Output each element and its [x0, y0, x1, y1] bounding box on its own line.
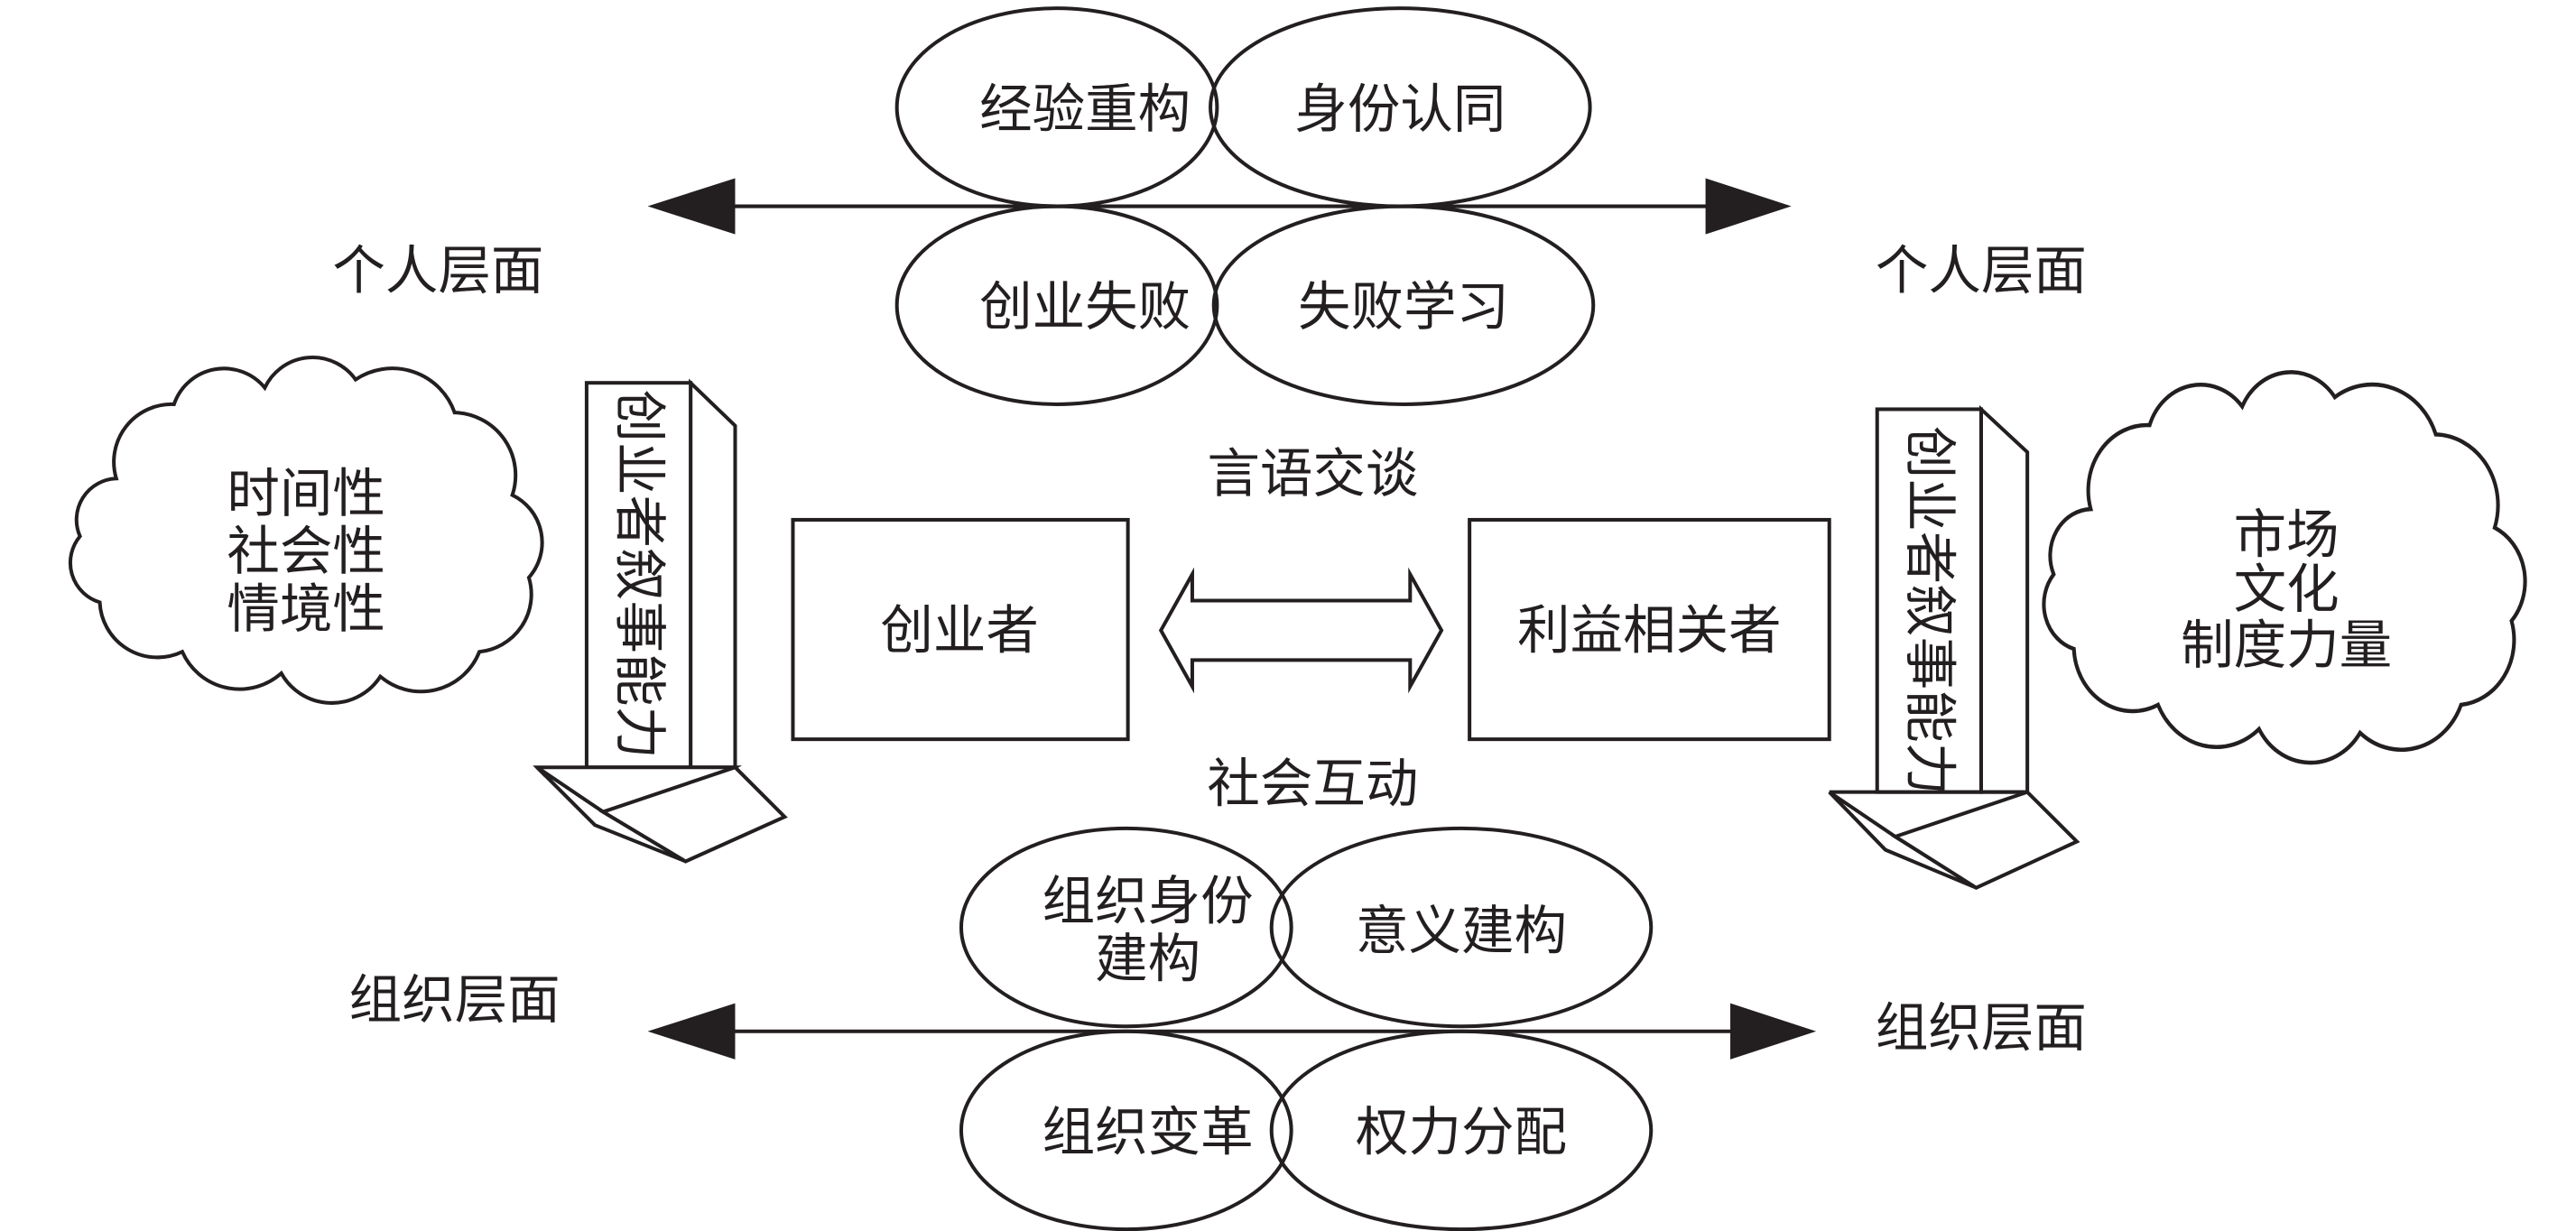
- stakeholder-box: 利益相关者: [1468, 517, 1831, 742]
- left-level-label: 个人层面: [332, 240, 543, 301]
- ellipse-label: 意义建构: [1356, 900, 1567, 961]
- arrow-head-right: [1891, 790, 2080, 890]
- left-level-label: 组织层面: [349, 969, 561, 1031]
- arrow-head-right: [598, 764, 788, 864]
- arrowhead-right-icon: [1730, 1003, 1817, 1060]
- upper-caption: 言语交谈: [1207, 443, 1418, 504]
- box-outline: [1468, 517, 1831, 742]
- right-level-label: 组织层面: [1876, 997, 2087, 1059]
- cloud-shape-icon: [68, 356, 544, 705]
- box-label: 利益相关者: [1517, 600, 1782, 662]
- right-level-label: 个人层面: [1876, 240, 2087, 301]
- arrowhead-left-icon: [647, 1003, 736, 1060]
- right-narrative-arrow: 创业者叙事能力: [1828, 404, 2080, 890]
- arrow-side-face: [1978, 404, 2030, 794]
- box-label: 创业者: [880, 600, 1039, 662]
- bottom-organization-level: 组织身份 建构 意义建构 组织变革 权力分配 组织层面 组织层面: [349, 826, 2087, 1231]
- arrow-text: 创业者叙事能力: [608, 390, 670, 760]
- lower-caption: 社会互动: [1207, 754, 1418, 815]
- left-narrative-arrow: 创业者叙事能力: [533, 378, 788, 864]
- cloud-text: 时间性: [227, 463, 385, 524]
- arrow-front-face: [1875, 407, 1983, 794]
- cloud-text: 市场: [2234, 504, 2340, 566]
- box-outline: [791, 517, 1130, 742]
- ellipse-sensemaking: [1269, 826, 1654, 1029]
- cloud-text: 文化: [2234, 559, 2340, 620]
- right-cloud: 市场 文化 制度力量: [2042, 370, 2527, 765]
- arrow-text: 创业者叙事能力: [1899, 426, 1960, 796]
- arrowhead-right-icon: [1705, 178, 1792, 235]
- entrepreneur-box: 创业者: [791, 517, 1130, 742]
- cloud-shape-icon: [2042, 370, 2527, 765]
- ellipse-label: 权力分配: [1356, 1101, 1567, 1162]
- ellipse-label: 创业失败: [979, 276, 1191, 338]
- ellipse-label: 组织变革: [1042, 1101, 1254, 1162]
- top-individual-level: 经验重构 身份认同 创业失败 失败学习 个人层面 个人层面: [332, 6, 2087, 406]
- ellipse-label: 经验重构: [979, 79, 1191, 140]
- arrow-front-face: [584, 381, 693, 770]
- double-arrow-icon: [1158, 567, 1444, 694]
- ellipse-label: 建构: [1095, 928, 1200, 989]
- arrow-side-face: [689, 378, 737, 770]
- ellipse-label: 身份认同: [1294, 79, 1506, 140]
- ellipse-label: 失败学习: [1298, 276, 1509, 338]
- arrowhead-left-icon: [647, 178, 736, 235]
- ellipse-org-identity: [959, 826, 1293, 1029]
- left-cloud: 时间性 社会性 情境性: [68, 356, 544, 705]
- cloud-text: 制度力量: [2181, 615, 2392, 676]
- cloud-text: 情境性: [227, 578, 385, 640]
- cloud-text: 社会性: [227, 521, 385, 582]
- ellipse-label: 组织身份: [1042, 870, 1254, 931]
